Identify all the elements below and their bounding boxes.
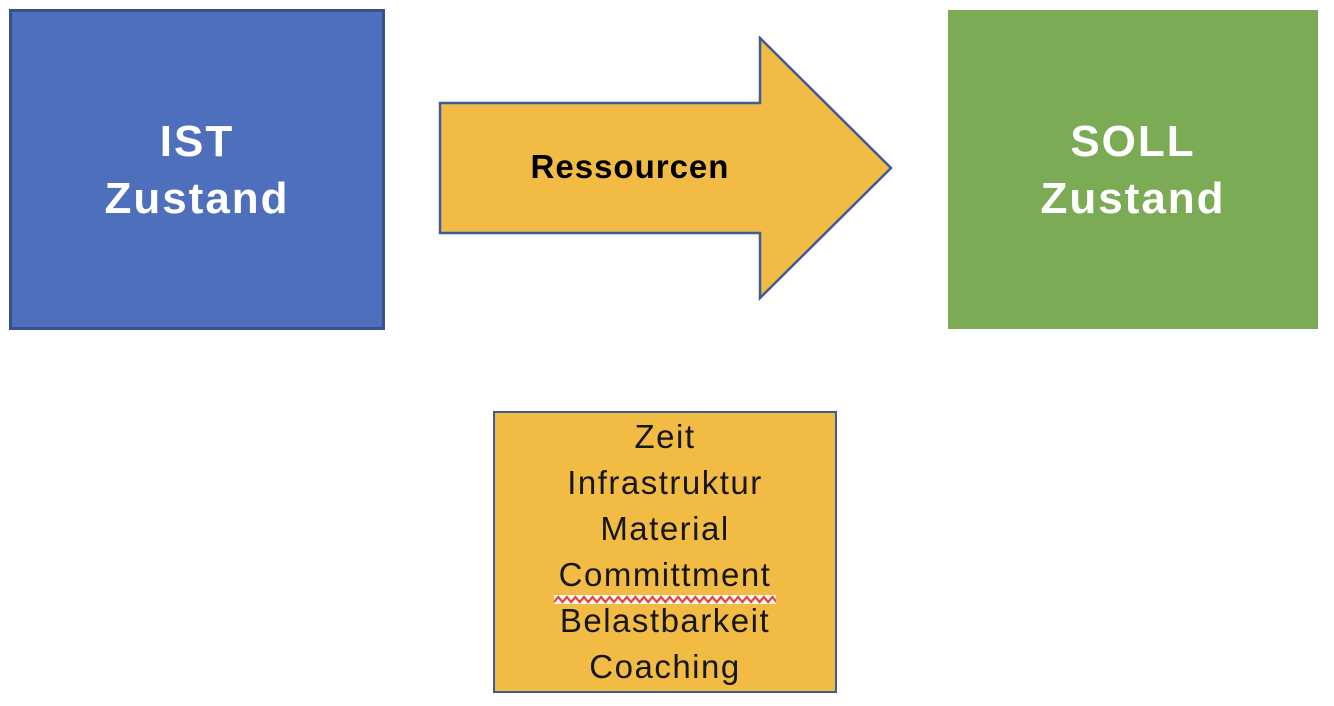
arrow-polygon: [438, 36, 893, 301]
spellcheck-squiggle-icon: [553, 595, 777, 604]
soll-state-box: SOLL Zustand: [948, 10, 1318, 329]
misspelled-underlined-word: Committment: [553, 555, 777, 604]
ist-label-line1: IST: [159, 116, 235, 166]
right-arrow-shape: [438, 36, 893, 301]
soll-label-line2: Zustand: [1040, 173, 1226, 223]
resource-item-coaching: Coaching: [589, 648, 741, 685]
resource-item-infrastruktur: Infrastruktur: [567, 464, 763, 501]
resources-box: Zeit Infrastruktur Material Committment …: [493, 411, 837, 693]
resource-item-material: Material: [600, 510, 730, 547]
soll-label-line1: SOLL: [1070, 116, 1196, 166]
resource-item-zeit: Zeit: [634, 418, 696, 455]
ist-state-box: IST Zustand: [9, 9, 385, 330]
resource-item-belastbarkeit: Belastbarkeit: [559, 602, 771, 639]
squiggle-path: [553, 595, 777, 604]
ist-label-line2: Zustand: [104, 173, 290, 223]
squiggle-background: [553, 595, 777, 604]
resource-item-committment: Committment: [553, 552, 777, 604]
arrow-label: Ressourcen: [530, 148, 730, 185]
resource-item-committment-text: Committment: [558, 556, 772, 593]
